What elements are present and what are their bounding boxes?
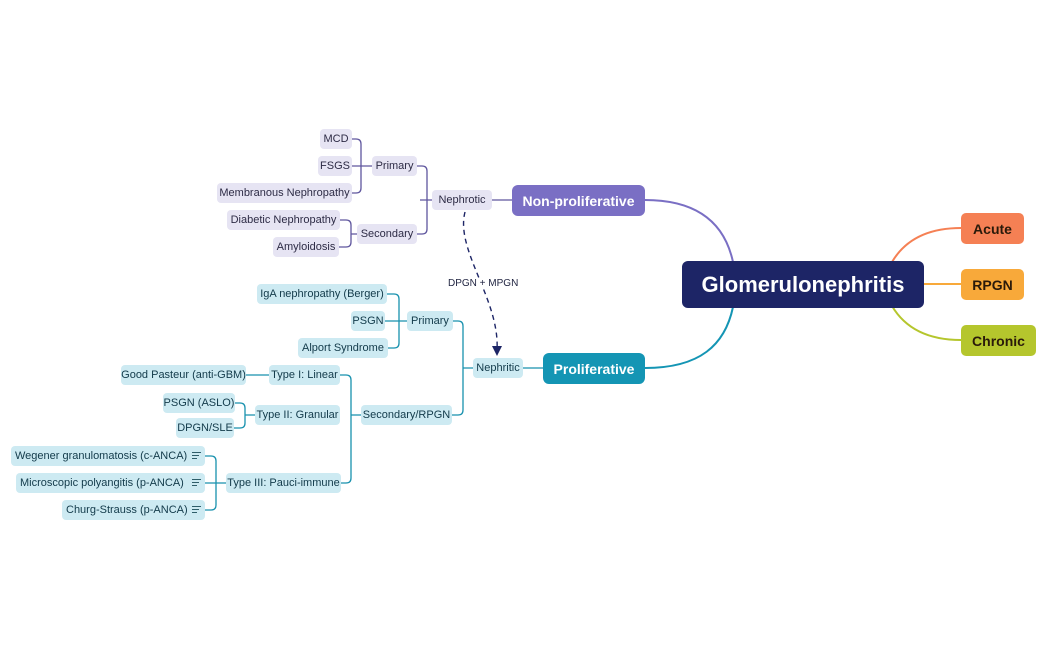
prolif-primary-topic[interactable]: Primary xyxy=(407,311,453,331)
nonprolif-primary-topic[interactable]: Primary xyxy=(372,156,417,176)
proliferative-topic[interactable]: Proliferative xyxy=(543,353,645,384)
type3-pauci-immune-topic[interactable]: Type III: Pauci-immune xyxy=(226,473,341,493)
churg-strauss-label: Churg-Strauss (p-ANCA) xyxy=(66,504,188,516)
nephrotic-topic[interactable]: Nephrotic xyxy=(432,190,492,210)
secondary-rpgn-topic[interactable]: Secondary/RPGN xyxy=(361,405,452,425)
fsgs-topic[interactable]: FSGS xyxy=(318,156,352,176)
psgn-aslo-topic[interactable]: PSGN (ASLO) xyxy=(163,393,235,413)
microscopic-polyangitis-topic[interactable]: Microscopic polyangitis (p-ANCA) xyxy=(16,473,205,493)
membranous-nephropathy-topic[interactable]: Membranous Nephropathy xyxy=(217,183,352,203)
type1-linear-topic[interactable]: Type I: Linear xyxy=(269,365,340,385)
dpgn-sle-topic[interactable]: DPGN/SLE xyxy=(176,418,234,438)
chronic-branch[interactable]: Chronic xyxy=(961,325,1036,356)
wegener-label: Wegener granulomatosis (c-ANCA) xyxy=(15,450,188,462)
nephritic-topic[interactable]: Nephritic xyxy=(473,358,523,378)
diabetic-nephropathy-topic[interactable]: Diabetic Nephropathy xyxy=(227,210,340,230)
iga-nephropathy-topic[interactable]: IgA nephropathy (Berger) xyxy=(257,284,387,304)
type2-granular-topic[interactable]: Type II: Granular xyxy=(255,405,340,425)
microscopic-polyangitis-label: Microscopic polyangitis (p-ANCA) xyxy=(20,477,184,489)
psgn-topic[interactable]: PSGN xyxy=(351,311,385,331)
notes-icon[interactable] xyxy=(192,506,201,514)
wegener-topic[interactable]: Wegener granulomatosis (c-ANCA) xyxy=(11,446,205,466)
notes-icon[interactable] xyxy=(192,479,201,487)
non-proliferative-topic[interactable]: Non-proliferative xyxy=(512,185,645,216)
amyloidosis-topic[interactable]: Amyloidosis xyxy=(273,237,339,257)
notes-icon[interactable] xyxy=(192,452,201,460)
acute-branch[interactable]: Acute xyxy=(961,213,1024,244)
mcd-topic[interactable]: MCD xyxy=(320,129,352,149)
good-pasteur-topic[interactable]: Good Pasteur (anti-GBM) xyxy=(121,365,246,385)
churg-strauss-topic[interactable]: Churg-Strauss (p-ANCA) xyxy=(62,500,205,520)
alport-syndrome-topic[interactable]: Alport Syndrome xyxy=(298,338,388,358)
rpgn-branch[interactable]: RPGN xyxy=(961,269,1024,300)
nonprolif-secondary-topic[interactable]: Secondary xyxy=(357,224,417,244)
relation-label: DPGN + MPGN xyxy=(446,278,521,289)
root-topic[interactable]: Glomerulonephritis xyxy=(682,261,924,308)
